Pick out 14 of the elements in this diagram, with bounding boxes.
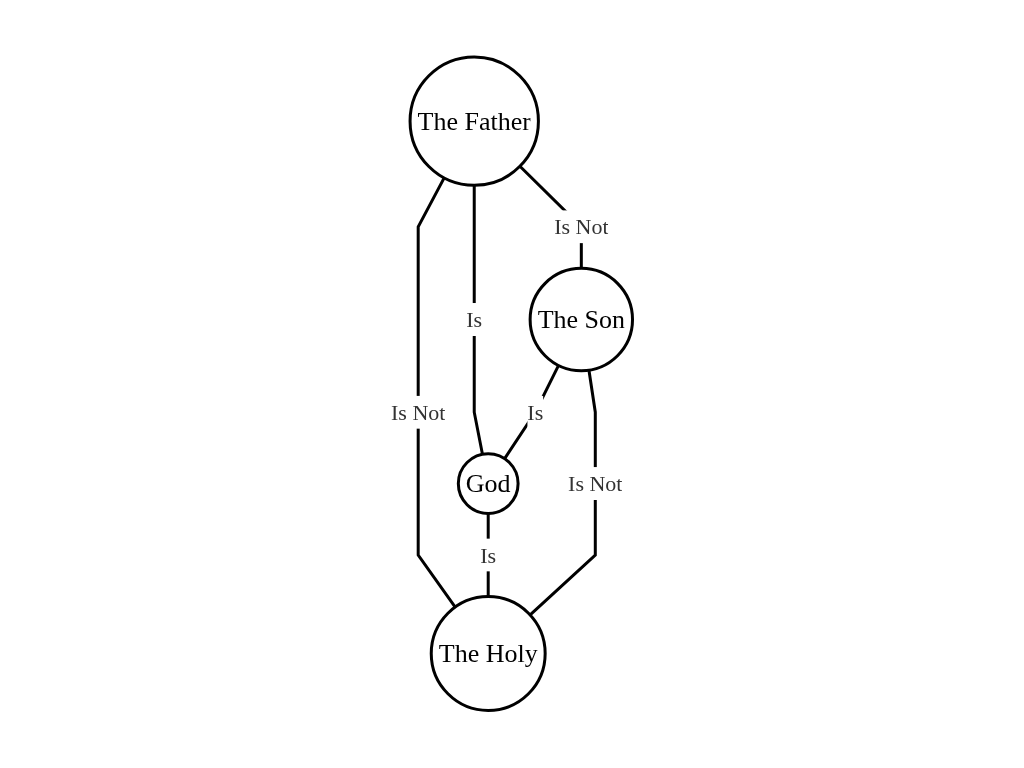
- node-circle: The Holy: [430, 595, 547, 713]
- edge-label: Is: [527, 400, 544, 426]
- edge-label: Is: [466, 307, 483, 333]
- connector: [503, 365, 561, 460]
- connector: [472, 185, 485, 455]
- connector: [416, 177, 457, 609]
- node-circle: The Son: [528, 267, 635, 373]
- connector: [529, 370, 598, 617]
- edge-label: Is Not: [554, 214, 609, 240]
- edge-label: Is Not: [568, 471, 623, 497]
- node-circle: The Father: [408, 55, 541, 188]
- edge-label: Is Not: [391, 400, 446, 426]
- edge-label: Is: [480, 542, 497, 568]
- node-circle: God: [457, 452, 520, 516]
